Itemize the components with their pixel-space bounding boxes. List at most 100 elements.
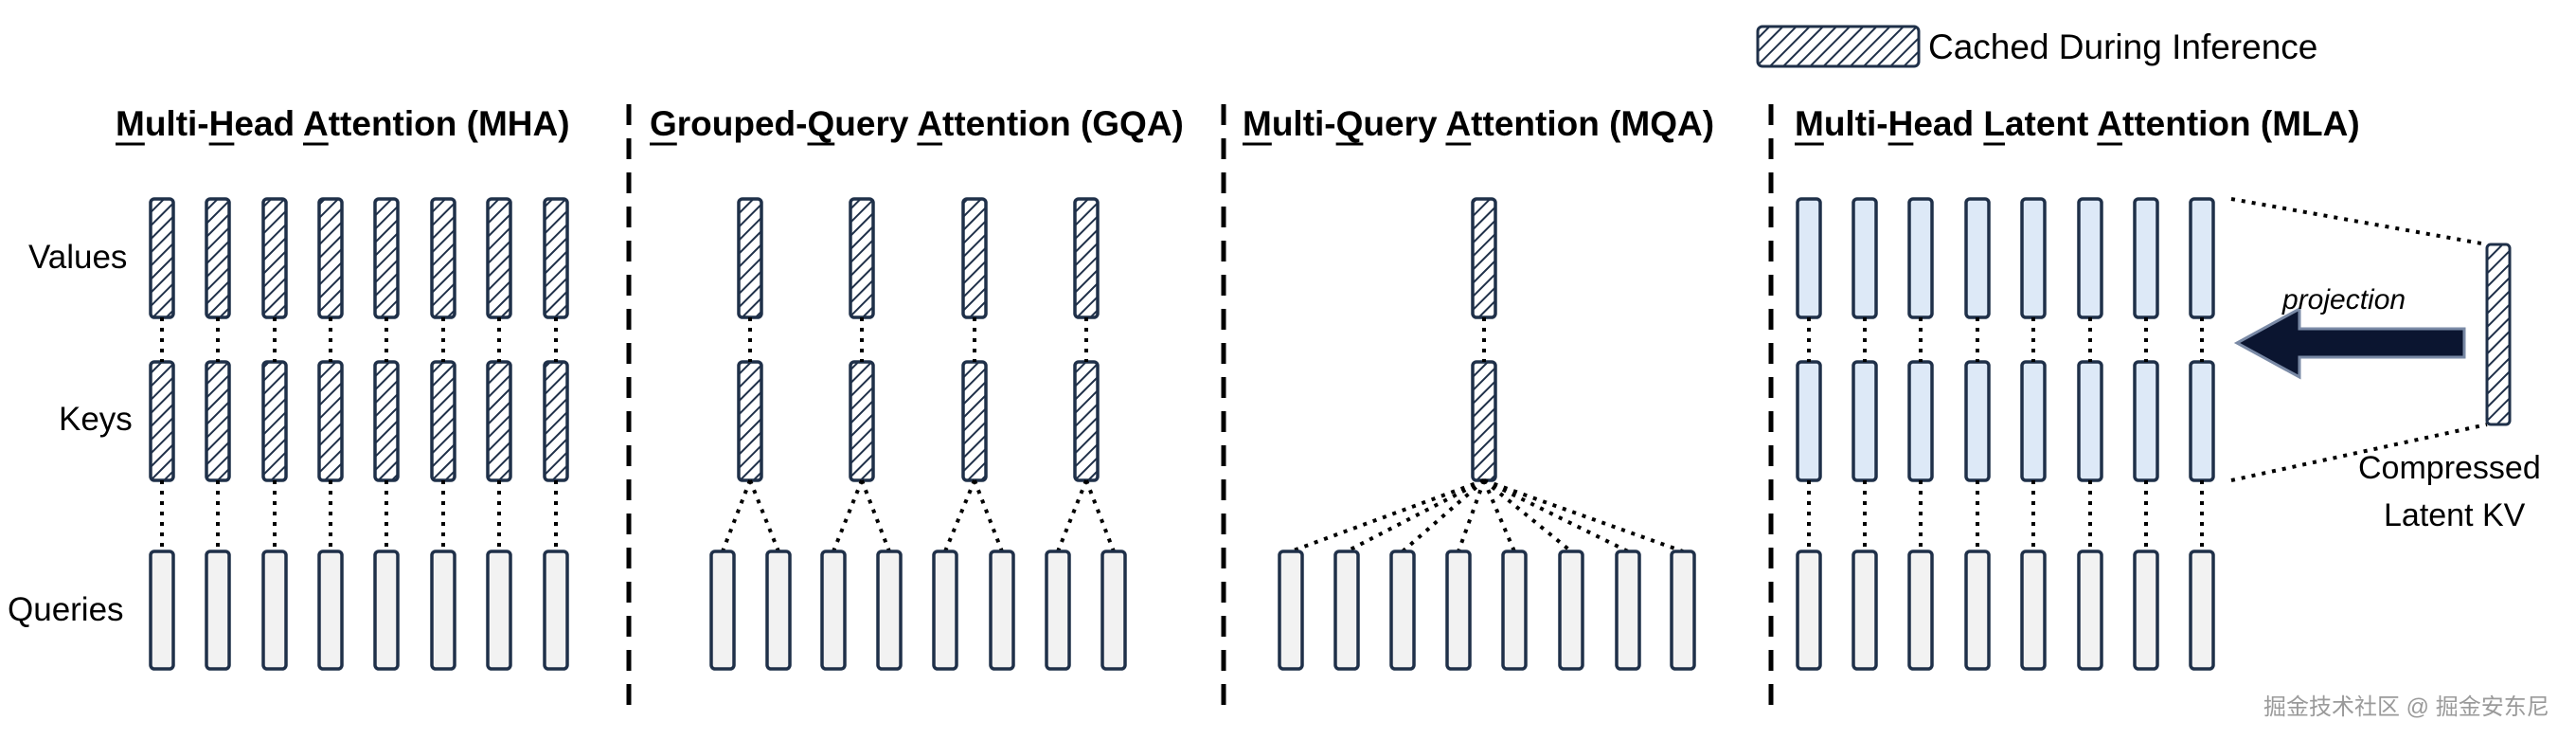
latent-label-line1: Compressed — [2358, 450, 2541, 486]
value-head-box — [149, 197, 175, 319]
key-query-connector — [1401, 478, 1486, 553]
key-head-box — [430, 360, 456, 482]
query-head-box — [1045, 550, 1071, 671]
query-head-box — [1670, 550, 1696, 671]
key-query-connector — [1483, 478, 1684, 553]
value-head-box — [2133, 197, 2159, 319]
compressed-latent-kv-box — [2485, 243, 2512, 426]
query-head-box — [820, 550, 847, 671]
value-head-box — [543, 197, 569, 319]
query-head-box — [1558, 550, 1584, 671]
key-query-connector — [973, 479, 1004, 552]
key-head-box — [961, 360, 988, 482]
gqa-panel-title: Grouped-Query Attention (GQA) — [650, 104, 1184, 143]
query-head-box — [1501, 550, 1528, 671]
query-head-box — [1907, 550, 1934, 671]
key-head-box — [486, 360, 512, 482]
legend: Cached During Inference — [1756, 25, 2317, 68]
key-head-box — [543, 360, 569, 482]
latent-projection-line-bottom — [2230, 423, 2488, 482]
key-head-box — [2133, 360, 2159, 482]
value-head-box — [486, 197, 512, 319]
value-head-box — [261, 197, 288, 319]
query-head-box — [876, 550, 903, 671]
keys-row-label: Keys — [59, 401, 133, 438]
query-head-box — [543, 550, 569, 671]
key-query-connector — [721, 479, 752, 552]
key-head-box — [849, 360, 875, 482]
query-head-box — [1852, 550, 1878, 671]
query-head-box — [1964, 550, 1991, 671]
key-head-box — [149, 360, 175, 482]
watermark: 掘金技术社区 @ 掘金安东尼 — [2263, 694, 2549, 720]
mqa-panel — [1278, 197, 1696, 671]
key-head-box — [2189, 360, 2215, 482]
key-head-box — [2020, 360, 2047, 482]
query-head-box — [149, 550, 175, 671]
key-head-box — [1471, 360, 1497, 482]
query-head-box — [430, 550, 456, 671]
value-head-box — [2077, 197, 2103, 319]
value-head-box — [430, 197, 456, 319]
value-head-box — [317, 197, 344, 319]
query-head-box — [1445, 550, 1472, 671]
query-head-box — [2020, 550, 2047, 671]
query-head-box — [261, 550, 288, 671]
projection-arrow-icon — [2233, 306, 2466, 380]
value-head-box — [2020, 197, 2047, 319]
key-head-box — [317, 360, 344, 482]
gqa-panel — [709, 197, 1127, 671]
query-head-box — [373, 550, 400, 671]
values-row-label: Values — [28, 239, 127, 276]
key-query-connector — [1457, 479, 1486, 552]
value-head-box — [1907, 197, 1934, 319]
query-head-box — [2189, 550, 2215, 671]
query-head-box — [1389, 550, 1416, 671]
query-head-box — [205, 550, 231, 671]
query-head-box — [2133, 550, 2159, 671]
value-head-box — [1073, 197, 1100, 319]
query-head-box — [1796, 550, 1822, 671]
queries-row-label: Queries — [8, 591, 124, 628]
value-head-box — [1471, 197, 1497, 319]
query-head-box — [1615, 550, 1641, 671]
key-query-connector — [1084, 479, 1116, 552]
value-head-box — [1796, 197, 1822, 319]
query-head-box — [486, 550, 512, 671]
key-query-connector — [1290, 478, 1485, 553]
value-head-box — [1852, 197, 1878, 319]
value-head-box — [373, 197, 400, 319]
latent-label-line2: Latent KV — [2384, 497, 2526, 533]
query-head-box — [1100, 550, 1127, 671]
key-head-box — [1907, 360, 1934, 482]
key-head-box — [1852, 360, 1878, 482]
mha-panel-title: Multi-Head Attention (MHA) — [116, 104, 570, 143]
projection-label: projection — [2281, 284, 2406, 315]
legend-label: Cached During Inference — [1928, 27, 2317, 66]
value-head-box — [961, 197, 988, 319]
value-head-box — [2189, 197, 2215, 319]
query-head-box — [932, 550, 958, 671]
key-query-connector — [1056, 479, 1088, 552]
query-head-box — [1333, 550, 1360, 671]
value-head-box — [205, 197, 231, 319]
key-head-box — [1796, 360, 1822, 482]
key-head-box — [373, 360, 400, 482]
key-head-box — [205, 360, 231, 482]
key-head-box — [2077, 360, 2103, 482]
key-head-box — [737, 360, 763, 482]
query-head-box — [317, 550, 344, 671]
key-query-connector — [860, 479, 891, 552]
key-head-box — [1964, 360, 1991, 482]
mla-panel-title: Multi-Head Latent Attention (MLA) — [1795, 104, 2360, 143]
query-head-box — [989, 550, 1015, 671]
mla-panel: projection Compressed Latent KV — [1796, 197, 2541, 671]
query-head-box — [709, 550, 736, 671]
mqa-panel-title: Multi-Query Attention (MQA) — [1243, 104, 1714, 143]
key-query-connector — [1482, 478, 1573, 553]
key-query-connector — [943, 479, 976, 552]
value-head-box — [849, 197, 875, 319]
panel-separators — [626, 104, 1774, 712]
key-head-box — [261, 360, 288, 482]
